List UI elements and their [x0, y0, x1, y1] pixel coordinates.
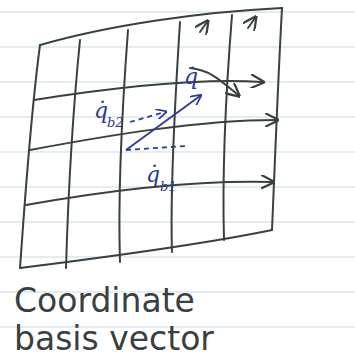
- vector-symbol: q̇: [184, 66, 198, 88]
- ruled-lines: [0, 12, 355, 327]
- subscript: b1: [160, 180, 177, 193]
- vector-symbol: q̇: [94, 100, 108, 122]
- coordinate-grid: [20, 8, 282, 268]
- vector-symbol: q̇: [146, 164, 160, 186]
- subscript: b2: [107, 116, 124, 129]
- velocity-vectors: [126, 96, 200, 150]
- caption-note: Coordinate basis vector: [14, 282, 249, 358]
